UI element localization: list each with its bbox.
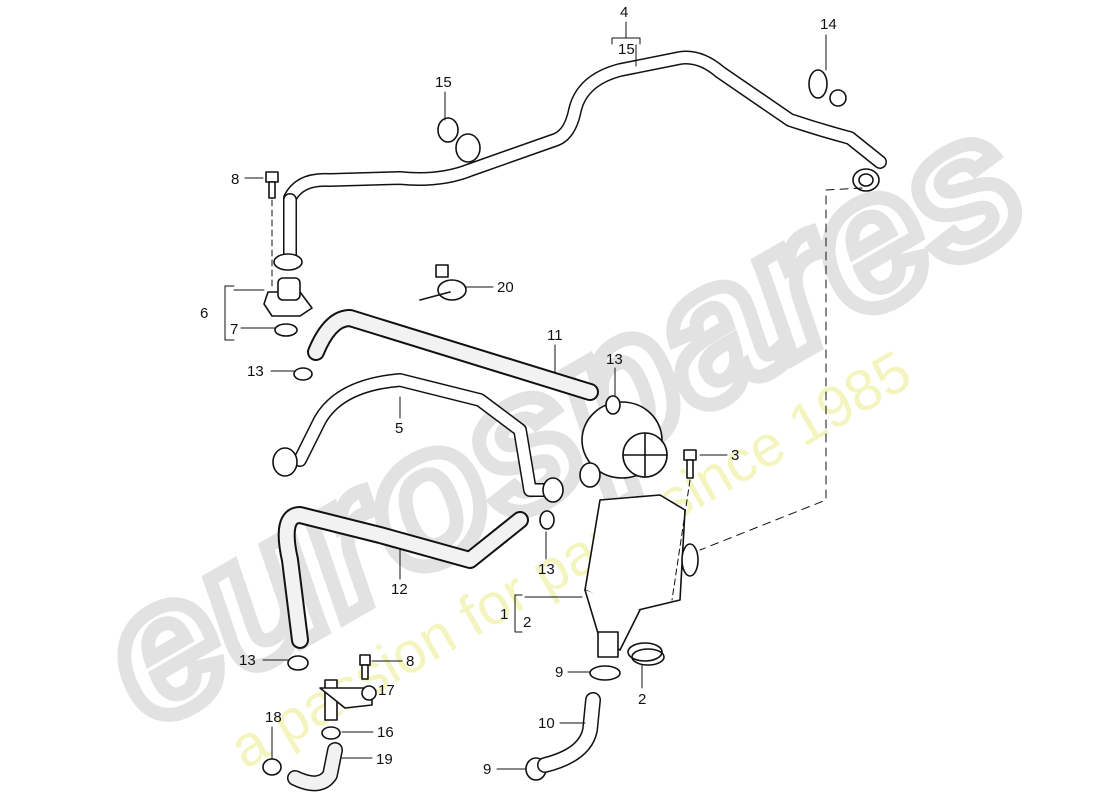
callout-13: 13 <box>606 351 623 368</box>
callout-20: 20 <box>497 279 514 296</box>
callout-4: 4 <box>620 4 629 21</box>
callout-13: 13 <box>538 561 555 578</box>
callout-2: 2 <box>638 691 647 708</box>
clamp-20 <box>419 264 467 301</box>
callout-17: 17 <box>378 682 395 699</box>
hose-10 <box>537 692 601 773</box>
oil-separator-1 <box>579 401 699 662</box>
callout-14: 14 <box>820 16 837 33</box>
callout-7: 7 <box>230 321 239 338</box>
flange-6 <box>263 277 313 337</box>
callout-8: 8 <box>231 171 240 188</box>
callout-19: 19 <box>376 751 393 768</box>
callout-8: 8 <box>406 653 415 670</box>
hose-4 <box>273 50 887 271</box>
callout-13: 13 <box>247 363 264 380</box>
hose-5 <box>272 373 564 503</box>
clamp-15 <box>437 117 481 163</box>
hose-12 <box>277 506 529 649</box>
callout-16: 16 <box>377 724 394 741</box>
o-ring-2 <box>631 648 665 666</box>
callout-9: 9 <box>483 761 492 778</box>
callout-3: 3 <box>731 447 740 464</box>
leader-lines <box>224 21 827 770</box>
clamp-13-set <box>287 367 621 671</box>
callout-10: 10 <box>538 715 555 732</box>
callout-13: 13 <box>239 652 256 669</box>
hose-11 <box>307 309 599 401</box>
clamp-14 <box>808 69 847 107</box>
callout-5: 5 <box>395 420 404 437</box>
bolt-3 <box>671 449 697 601</box>
callout-18: 18 <box>265 709 282 726</box>
callout-12: 12 <box>391 581 408 598</box>
callout-15: 15 <box>435 74 452 91</box>
callout-6: 6 <box>200 305 209 322</box>
lower-bracket-assembly <box>262 654 377 792</box>
dashed-connector <box>699 187 863 551</box>
callout-11: 11 <box>547 327 563 344</box>
callout-9: 9 <box>555 664 564 681</box>
callout-15: 15 <box>618 41 635 58</box>
callout-1: 1 <box>500 606 509 623</box>
bolt-8-top <box>265 171 279 291</box>
callout-2: 2 <box>523 614 532 631</box>
